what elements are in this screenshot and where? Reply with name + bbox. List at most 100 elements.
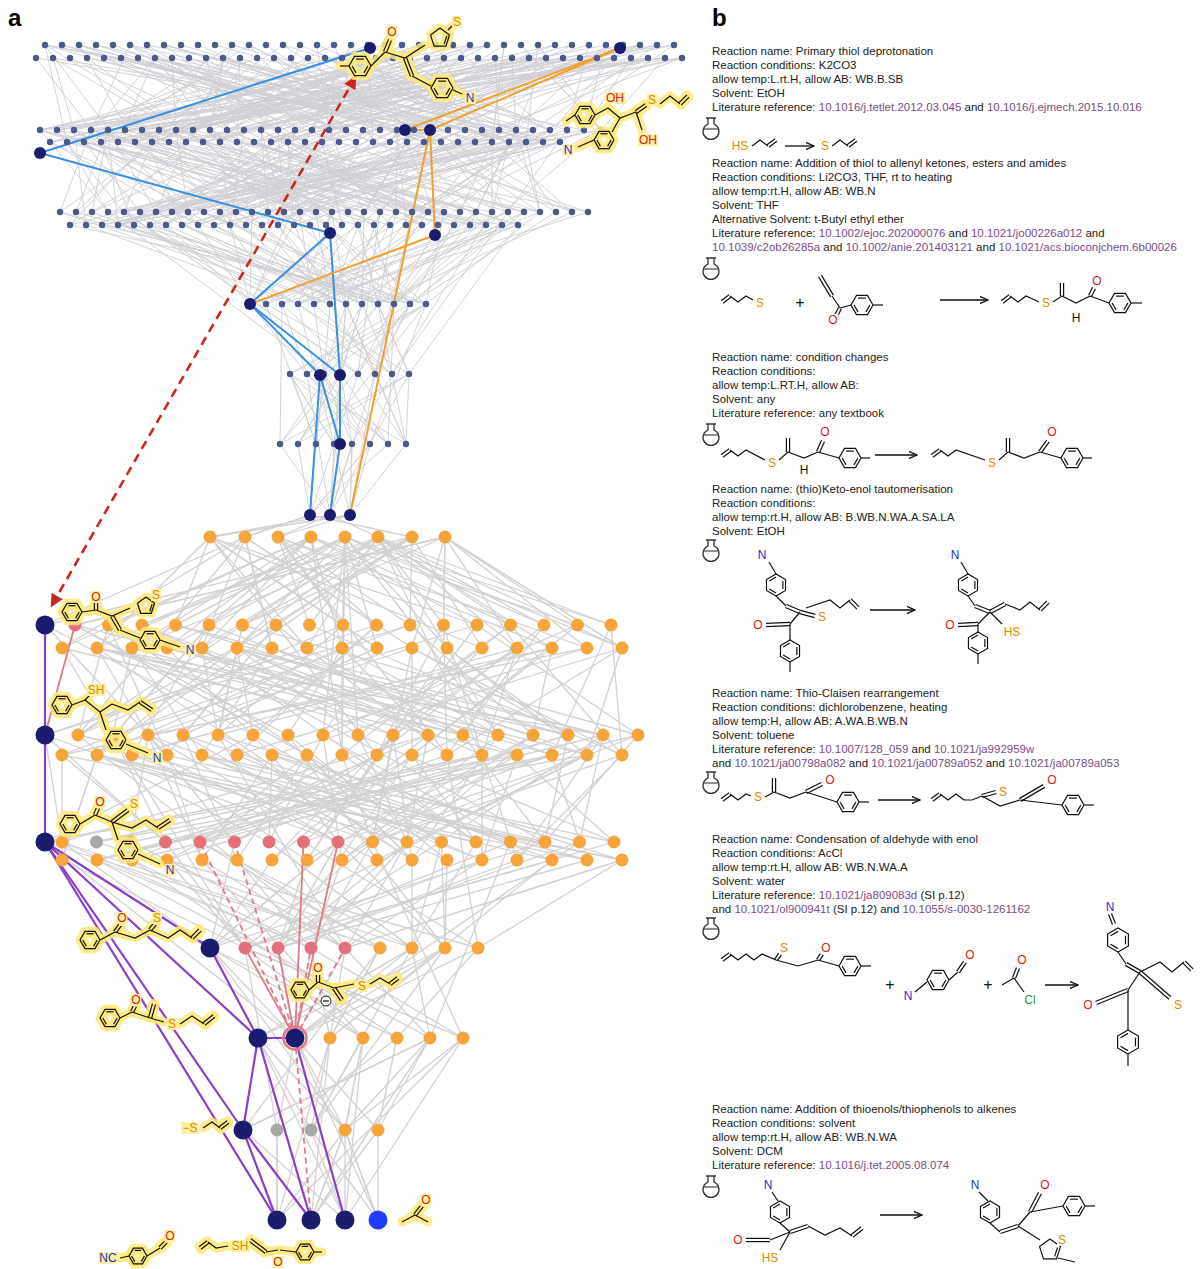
molecule-highlight — [66, 813, 73, 822]
molecule-highlight — [124, 839, 131, 848]
network-node — [211, 222, 217, 228]
network-edge — [373, 842, 464, 1038]
chemical-bond — [1006, 438, 1007, 452]
chemical-bond — [660, 96, 680, 104]
network-node — [161, 749, 174, 762]
chemical-bond — [930, 980, 934, 987]
network-node — [212, 42, 218, 48]
molecule-highlight — [100, 932, 115, 940]
network-node — [118, 55, 124, 61]
network-node — [573, 836, 586, 849]
network-node — [285, 139, 291, 145]
network-node — [98, 139, 104, 145]
network-node — [301, 854, 314, 867]
chemical-bond — [1118, 1030, 1139, 1054]
network-node — [473, 209, 479, 215]
network-edge — [250, 212, 252, 304]
network-edge — [250, 304, 388, 444]
network-node — [203, 619, 216, 632]
chemical-bond — [191, 929, 199, 937]
network-node — [305, 531, 318, 544]
network-node — [156, 127, 162, 133]
chemical-bond — [846, 959, 854, 960]
network-node — [309, 127, 315, 133]
network-edge — [45, 735, 253, 842]
chemical-bond — [112, 733, 119, 734]
network-node — [569, 209, 575, 215]
chemical-bond — [58, 698, 65, 699]
network-node — [243, 222, 249, 228]
network-edge — [478, 860, 622, 948]
network-edge — [102, 225, 410, 304]
chemical-bond — [335, 987, 343, 999]
chemical-bond — [120, 740, 124, 746]
highlight-path — [320, 375, 340, 444]
network-node — [553, 209, 559, 215]
network-node — [581, 749, 594, 762]
network-node — [387, 729, 400, 742]
molecule-highlight — [80, 931, 100, 948]
network-node — [324, 509, 336, 521]
network-node — [441, 854, 454, 867]
network-node — [560, 55, 566, 61]
molecule-highlight — [566, 115, 575, 121]
chemical-bond — [1062, 296, 1090, 303]
network-node — [594, 55, 600, 61]
chemical-bond — [135, 1250, 141, 1251]
highlight-path — [45, 842, 243, 1130]
network-node — [272, 942, 285, 955]
molecule-structure — [340, 26, 462, 98]
network-node — [56, 836, 69, 849]
molecule-highlight — [578, 140, 594, 147]
chemical-bond — [97, 602, 98, 610]
network-node — [305, 55, 311, 61]
molecule-highlight — [129, 1248, 147, 1264]
network-node — [194, 836, 207, 849]
chemical-bond — [991, 605, 1006, 613]
chemical-bond — [578, 140, 594, 147]
chemical-bond — [446, 88, 450, 95]
network-edge — [188, 212, 362, 304]
chemical-bond — [861, 457, 870, 458]
network-edge — [409, 225, 518, 374]
network-node — [169, 619, 182, 632]
network-edge — [378, 537, 517, 648]
chemical-bond — [1111, 931, 1118, 935]
network-edge — [552, 755, 580, 842]
network-node — [258, 127, 264, 133]
chemical-bond — [679, 95, 687, 103]
chemical-bond — [356, 59, 364, 60]
molecule-highlight — [203, 1015, 213, 1023]
chemical-bond — [85, 700, 112, 712]
network-edge — [202, 860, 363, 1038]
network-edge — [78, 735, 345, 948]
network-edge — [70, 58, 254, 142]
chemical-bond — [314, 1251, 322, 1252]
network-edge — [50, 142, 198, 225]
molecule-highlight — [106, 1007, 113, 1016]
chemical-bond — [114, 924, 119, 931]
network-node — [339, 942, 352, 955]
network-node — [166, 139, 172, 145]
network-node — [404, 139, 410, 145]
network-node — [336, 642, 349, 655]
chemical-bond — [819, 277, 825, 287]
network-edge — [87, 58, 203, 142]
molecule-highlight — [340, 62, 349, 71]
chemical-bond — [106, 731, 126, 748]
chemical-bond — [124, 843, 131, 844]
network-edge — [97, 860, 430, 1038]
chemical-bond — [942, 980, 946, 987]
chemical-bond — [1139, 973, 1169, 999]
chemical-bond — [129, 1248, 147, 1264]
network-node — [331, 42, 337, 48]
network-node — [571, 619, 584, 632]
network-edge — [277, 1038, 463, 1220]
network-node — [441, 642, 454, 655]
network-edge — [97, 755, 588, 842]
network-node — [302, 139, 308, 145]
highlight-path — [295, 842, 338, 1038]
network-node — [301, 642, 314, 655]
network-node — [259, 222, 265, 228]
network-edge — [378, 537, 622, 648]
